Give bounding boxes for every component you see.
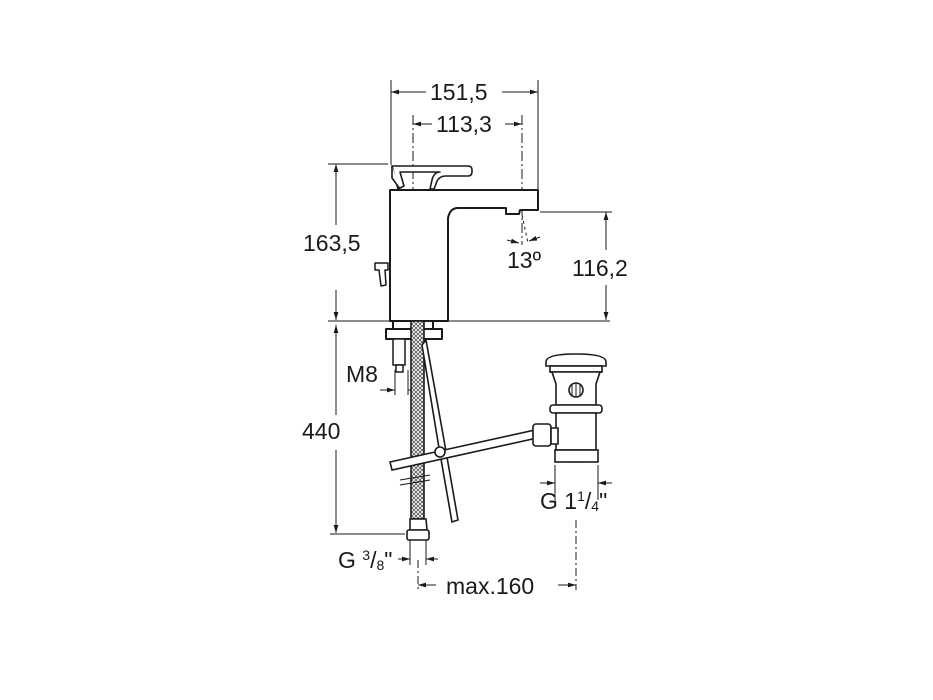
pop-up-waste [532, 353, 607, 463]
dimension-spout-angle: 13º [507, 247, 541, 273]
dimension-inlet-thread: G 3/8" [338, 547, 393, 573]
dimension-max-distance: max.160 [446, 573, 535, 599]
dimension-spout-reach: 113,3 [436, 111, 492, 137]
waste-thread-den: 4 [591, 498, 600, 514]
dimension-fixing-rod: M8 [346, 361, 378, 387]
dimension-overall-height: 163,5 [303, 230, 361, 256]
inlet-thread-den: 8 [376, 557, 385, 573]
inlet-thread-suffix: " [384, 547, 393, 573]
dimension-hose-length: 440 [302, 418, 341, 444]
waste-thread-num: 1 [577, 488, 585, 504]
waste-thread-prefix: G 1 [540, 488, 578, 514]
inlet-thread-num: 3 [362, 547, 371, 563]
inlet-thread-prefix: G [338, 547, 363, 573]
dimension-overall-width: 151,5 [430, 79, 488, 105]
waste-thread-suffix: " [599, 488, 608, 514]
hoses [389, 320, 538, 541]
dimension-waste-thread: G 11/4" [540, 488, 608, 514]
dimension-spout-height: 116,2 [572, 255, 628, 281]
